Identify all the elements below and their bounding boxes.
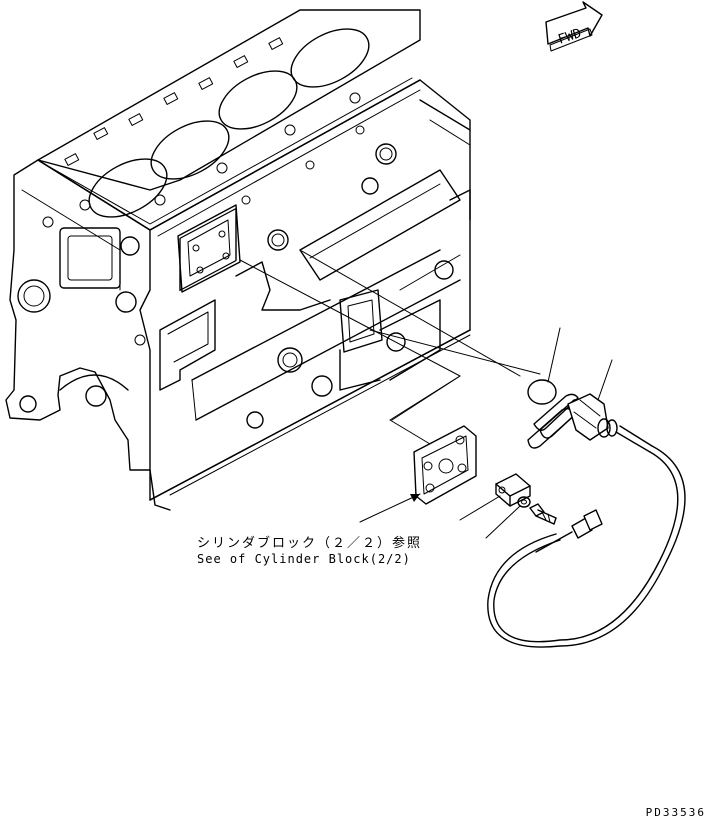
explosion-lines bbox=[239, 249, 541, 451]
cover-plate bbox=[413, 425, 477, 505]
deck-holes bbox=[64, 37, 361, 211]
leader-arrow-icon bbox=[359, 493, 421, 523]
heater-sensor bbox=[487, 359, 686, 648]
fwd-label: FWD bbox=[556, 26, 583, 48]
reference-caption-english: See of Cylinder Block(2/2) bbox=[197, 552, 411, 566]
fwd-arrow-icon: FWD bbox=[545, 1, 603, 52]
cylinder-block bbox=[5, 9, 471, 511]
cylinder-bores bbox=[88, 28, 370, 218]
gasket bbox=[527, 327, 561, 405]
reference-guide-line bbox=[391, 375, 461, 421]
drawing-code: PD33536 bbox=[645, 806, 706, 819]
washer bbox=[485, 496, 531, 539]
bracket bbox=[459, 473, 531, 521]
bolt bbox=[529, 503, 557, 525]
reference-caption-japanese: シリンダブロック（２／２）参照 bbox=[197, 536, 423, 551]
